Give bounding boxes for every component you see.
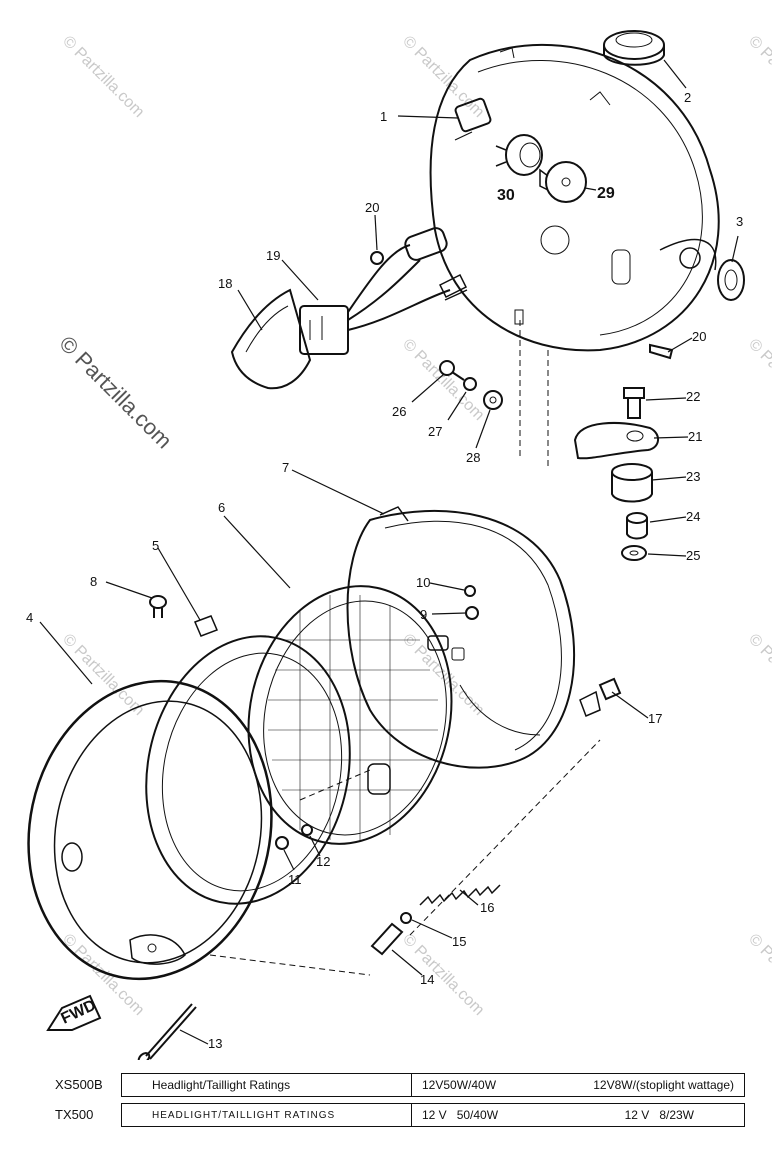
watermark: © Partzilla.com (59, 33, 147, 121)
ratings-box: HEADLIGHT/TAILLIGHT RATINGS 12 V 50/40W … (121, 1103, 745, 1127)
callout-5: 5 (152, 538, 159, 553)
leader-lines (39, 59, 739, 1045)
callout-24: 24 (686, 509, 700, 524)
watermark: © Partzilla.com (745, 33, 772, 121)
callout-20a: 20 (365, 200, 379, 215)
watermark: © Partzilla.com (745, 931, 772, 1019)
washer-part-28 (483, 390, 503, 410)
stoplight-rating: 12 V 8/23W (624, 1108, 694, 1122)
ratings-box: Headlight/Taillight Ratings 12V50W/40W 1… (121, 1073, 745, 1097)
callout-17: 17 (648, 711, 662, 726)
screw-part-8 (149, 595, 167, 618)
mounting-ring-part-5 (145, 615, 351, 905)
headlight-shell (429, 43, 720, 470)
watermark: © Partzilla.com (59, 631, 147, 719)
callout-20b: 20 (692, 329, 706, 344)
socket-part-19 (299, 227, 468, 355)
damper-part-23 (611, 463, 653, 503)
callout-3: 3 (736, 214, 743, 229)
grommet-part-2 (603, 30, 665, 66)
callout-1: 1 (380, 109, 387, 124)
callout-8: 8 (90, 574, 97, 589)
nut-part-9 (465, 606, 479, 620)
callout-4: 4 (26, 610, 33, 625)
collar-part-14 (370, 922, 404, 956)
callout-15: 15 (452, 934, 466, 949)
stoplight-rating: 12V8W/(stoplight wattage) (593, 1078, 734, 1092)
nut-part-12 (301, 824, 313, 836)
washer-part-27 (463, 377, 477, 391)
housing-part-7 (346, 506, 601, 769)
callout-13: 13 (208, 1036, 222, 1051)
watermark: © Partzilla.com (745, 631, 772, 719)
callout-11: 11 (288, 872, 302, 887)
callout-16: 16 (480, 900, 494, 915)
callout-21: 21 (688, 429, 702, 444)
watermarks: © Partzilla.com © Partzilla.com © Partzi… (54, 33, 772, 1019)
washer-part-25 (621, 545, 647, 561)
headlight-rating: 12V50W/40W (422, 1078, 497, 1092)
callout-23: 23 (686, 469, 700, 484)
callout-18: 18 (218, 276, 232, 291)
model-name: TX500 (55, 1107, 94, 1122)
assembly-lines (209, 739, 601, 976)
ratings-values: 12 V 50/40W 12 V 8/23W (412, 1108, 744, 1122)
adjusting-screw-part-13 (137, 1003, 197, 1060)
callout-26: 26 (392, 404, 406, 419)
cap-part-30 (495, 134, 543, 176)
nut-part-10 (464, 585, 476, 597)
bolt-part-22 (623, 387, 645, 419)
clip-part-17 (598, 677, 622, 701)
callout-10: 10 (416, 575, 430, 590)
callout-28: 28 (466, 450, 480, 465)
screw-part-20a (370, 251, 384, 265)
watermark: © Partzilla.com (54, 331, 177, 454)
callout-2: 2 (684, 90, 691, 105)
ratings-label: Headlight/Taillight Ratings (122, 1074, 412, 1096)
callout-25: 25 (686, 548, 700, 563)
screw-part-11 (275, 836, 289, 850)
model-name: XS500B (55, 1077, 103, 1092)
headlight-rating: 12 V 50/40W (422, 1108, 499, 1122)
grommet-part-3 (717, 259, 745, 301)
washer-part-15 (400, 912, 412, 924)
forward-arrow-icon: FWD (46, 994, 102, 1031)
callout-27: 27 (428, 424, 442, 439)
bracket-part-21 (573, 422, 659, 460)
callout-6: 6 (218, 500, 225, 515)
headlight-rim-part-4 (27, 679, 273, 981)
callout-30: 30 (497, 187, 515, 204)
callout-14: 14 (420, 972, 434, 987)
watermark: © Partzilla.com (399, 931, 487, 1019)
ratings-label: HEADLIGHT/TAILLIGHT RATINGS (122, 1104, 412, 1126)
screw-part-20b (649, 343, 674, 360)
watermark: © Partzilla.com (745, 336, 772, 424)
callout-9: 9 (420, 607, 427, 622)
headlight-exploded-diagram: © Partzilla.com © Partzilla.com © Partzi… (26, 30, 772, 1060)
callout-22: 22 (686, 389, 700, 404)
callout-19: 19 (266, 248, 280, 263)
socket-cover-part-18 (230, 288, 312, 390)
ratings-values: 12V50W/40W 12V8W/(stoplight wattage) (412, 1078, 744, 1092)
watermark: © Partzilla.com (399, 33, 487, 121)
cap-part-29 (539, 161, 587, 203)
callout-12: 12 (316, 854, 330, 869)
collar-part-24 (626, 512, 648, 540)
sealed-beam-part-6 (247, 585, 453, 845)
bolt-part-26 (439, 360, 465, 381)
callout-7: 7 (282, 460, 289, 475)
callout-29: 29 (597, 185, 615, 202)
spring-part-16 (419, 884, 501, 906)
callout-numbers: 1 2 3 4 5 6 7 8 9 10 11 12 13 14 15 16 1… (26, 90, 743, 1051)
